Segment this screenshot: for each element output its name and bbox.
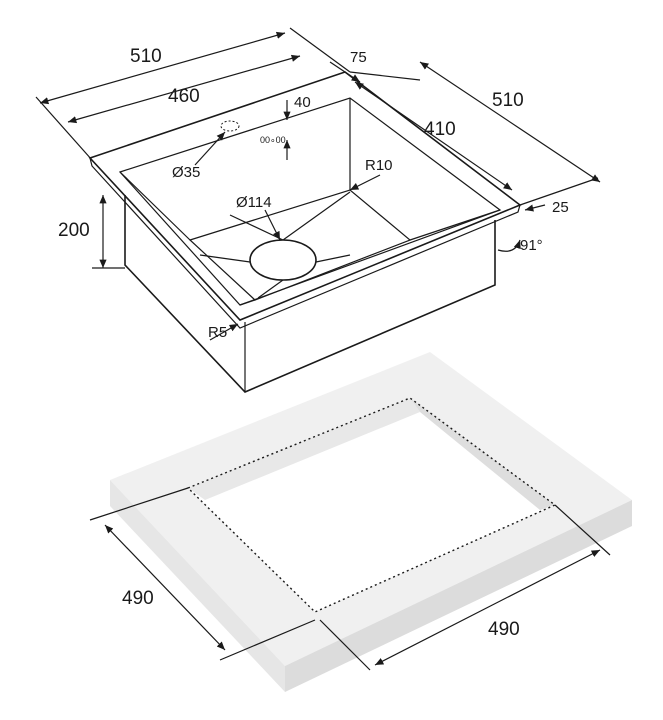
faucet-hole (220, 120, 240, 132)
label-corner-radius: R10 (365, 157, 393, 174)
sink-rim-thickness (89, 157, 521, 329)
label-faucet-hole-dist: 40 (294, 94, 311, 111)
countertop (110, 352, 632, 692)
bowl-corners (119, 98, 501, 306)
label-rim-thickness: 25 (552, 199, 569, 216)
dimension-lines (35, 27, 611, 671)
label-drain-diameter: Ø114 (236, 194, 272, 211)
label-cutout-width: 490 (122, 588, 154, 609)
label-cutout-depth: 490 (488, 619, 520, 640)
label-width-inner: 460 (168, 86, 200, 107)
label-rim-radius: R5 (208, 324, 227, 341)
label-faucet-offset: 75 (350, 49, 367, 66)
label-faucet-hole-diameter: Ø35 (172, 164, 200, 181)
control-icons: 00∘00 (260, 135, 286, 145)
label-depth-outer: 510 (492, 90, 524, 111)
drain-hole (249, 239, 317, 281)
label-bowl-depth: 200 (58, 220, 90, 241)
label-depth-inner: 410 (424, 119, 456, 140)
cutout-outline (186, 397, 557, 613)
bowl-ribs (199, 191, 351, 299)
cutout-wall-back (188, 398, 420, 500)
cutout-wall-right (410, 398, 555, 510)
label-width-outer: 510 (130, 46, 162, 67)
label-rim-angle: 91° (520, 237, 543, 254)
